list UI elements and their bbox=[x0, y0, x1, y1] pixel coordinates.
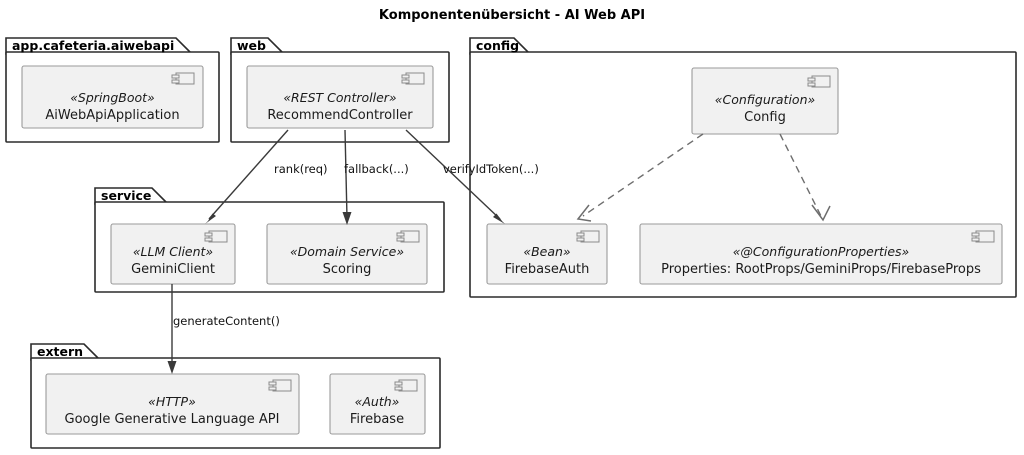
package-label: extern bbox=[37, 344, 83, 359]
edge-config-props bbox=[779, 133, 831, 222]
edge-label: fallback(...) bbox=[344, 162, 409, 176]
component-config[interactable]: «Configuration» Config bbox=[691, 67, 839, 135]
component-name: Scoring bbox=[323, 262, 372, 277]
component-stereotype: «HTTP» bbox=[148, 394, 196, 409]
package-app-cafeteria-aiwebapi: app.cafeteria.aiwebapi «SpringBoot» AiWe… bbox=[5, 37, 220, 143]
component-name: Config bbox=[744, 110, 786, 125]
component-box[interactable] bbox=[691, 67, 839, 135]
component-stereotype: «Configuration» bbox=[715, 92, 815, 107]
component-aiwebapiapplication[interactable]: «SpringBoot» AiWebApiApplication bbox=[21, 65, 204, 129]
component-box[interactable] bbox=[246, 65, 434, 129]
package-label: web bbox=[237, 38, 266, 53]
component-firebase[interactable]: «Auth» Firebase bbox=[329, 373, 426, 435]
component-name: Google Generative Language API bbox=[65, 412, 280, 427]
component-properties[interactable]: «@ConfigurationProperties» Properties: R… bbox=[639, 223, 1003, 285]
uml-component-icon bbox=[268, 379, 292, 392]
component-firebaseauth[interactable]: «Bean» FirebaseAuth bbox=[486, 223, 608, 285]
edge-label: rank(req) bbox=[274, 162, 328, 176]
package-web: web «REST Controller» RecommendControlle… bbox=[230, 37, 450, 143]
component-name: AiWebApiApplication bbox=[45, 108, 179, 123]
package-label: config bbox=[476, 38, 519, 53]
edge-label: generateContent() bbox=[173, 314, 280, 328]
component-name: RecommendController bbox=[267, 108, 413, 123]
uml-component-icon bbox=[394, 379, 418, 392]
component-stereotype: «Auth» bbox=[355, 394, 400, 409]
edge-label: verifyIdToken(...) bbox=[443, 162, 539, 176]
package-service: service «LLM Client» GeminiClient bbox=[94, 187, 445, 293]
uml-component-icon bbox=[971, 230, 995, 243]
component-box[interactable] bbox=[639, 223, 1003, 285]
edge-config-bean bbox=[576, 133, 704, 222]
component-box[interactable] bbox=[45, 373, 300, 435]
uml-component-icon bbox=[807, 75, 831, 88]
package-label: app.cafeteria.aiwebapi bbox=[12, 38, 174, 53]
component-name: Firebase bbox=[350, 412, 404, 427]
package-config: config «Configuration» Config bbox=[469, 37, 1017, 298]
component-box[interactable] bbox=[21, 65, 204, 129]
component-stereotype: «REST Controller» bbox=[283, 90, 396, 105]
uml-component-icon bbox=[204, 230, 228, 243]
edge-generatecontent: generateContent() bbox=[167, 284, 280, 374]
component-google-generative-language-api[interactable]: «HTTP» Google Generative Language API bbox=[45, 373, 300, 435]
component-geminiclient[interactable]: «LLM Client» GeminiClient bbox=[110, 223, 236, 285]
component-box[interactable] bbox=[110, 223, 236, 285]
component-stereotype: «Bean» bbox=[523, 244, 570, 259]
component-name: Properties: RootProps/GeminiProps/Fireba… bbox=[661, 262, 981, 277]
component-name: GeminiClient bbox=[131, 262, 215, 277]
component-stereotype: «LLM Client» bbox=[133, 244, 213, 259]
package-extern: extern «HTTP» Google Generative Language… bbox=[30, 343, 441, 449]
uml-component-icon bbox=[171, 72, 195, 85]
component-recommendcontroller[interactable]: «REST Controller» RecommendController bbox=[246, 65, 434, 129]
package-label: service bbox=[101, 188, 151, 203]
uml-component-icon bbox=[576, 230, 600, 243]
component-stereotype: «Domain Service» bbox=[290, 244, 404, 259]
edge-fallback: fallback(...) bbox=[342, 129, 409, 225]
uml-component-icon bbox=[401, 72, 425, 85]
page-title: Komponentenübersicht - AI Web API bbox=[379, 8, 645, 23]
edge-verifyidtoken: verifyIdToken(...) bbox=[405, 129, 539, 224]
component-stereotype: «SpringBoot» bbox=[70, 90, 155, 105]
component-stereotype: «@ConfigurationProperties» bbox=[733, 244, 910, 259]
edge-rank: rank(req) bbox=[205, 129, 328, 224]
component-scoring[interactable]: «Domain Service» Scoring bbox=[266, 223, 428, 285]
component-name: FirebaseAuth bbox=[505, 262, 590, 277]
uml-component-icon bbox=[396, 230, 420, 243]
